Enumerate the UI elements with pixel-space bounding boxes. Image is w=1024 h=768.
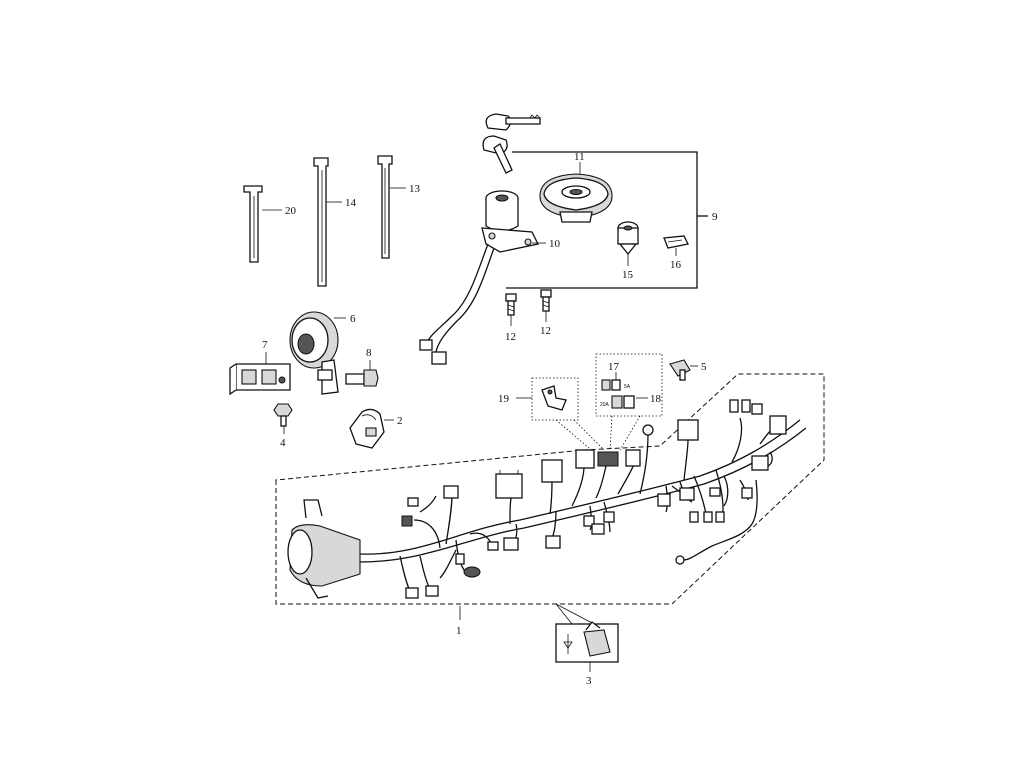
- harness-boundary: [275, 373, 825, 605]
- callout-9: 9: [712, 211, 718, 223]
- relay-3-detail: [555, 603, 619, 663]
- callout-1: 1: [456, 625, 462, 637]
- callout-7: 7: [262, 339, 268, 351]
- callout-18: 18: [650, 393, 662, 405]
- ignition-keys: [482, 113, 541, 174]
- cable-tie-14: [313, 157, 329, 287]
- fuel-tank-cap: [539, 173, 613, 223]
- cable-tie-13: [377, 155, 393, 259]
- lock-clip-16: [663, 235, 689, 249]
- callout-16: 16: [670, 259, 682, 271]
- horn: [289, 311, 339, 395]
- detail-box-19: [531, 377, 579, 421]
- horn-bracket: [229, 363, 291, 396]
- callout-15: 15: [622, 269, 634, 281]
- horn-bolt-8: [345, 369, 379, 387]
- fuse-20a-label: 20A: [600, 402, 610, 408]
- callout-12b: 12: [540, 325, 551, 337]
- callout-4: 4: [280, 437, 286, 449]
- fuse-detail-box: 5A 20A: [595, 353, 663, 417]
- key-set-group: [506, 151, 708, 289]
- fuse-5a-label: 5A: [624, 384, 631, 390]
- detail-pointers: [555, 415, 641, 455]
- callout-2: 2: [397, 415, 403, 427]
- callout-10: 10: [549, 238, 561, 250]
- callout-8: 8: [366, 347, 372, 359]
- clamp-2: [349, 408, 385, 449]
- callout-13: 13: [409, 183, 421, 195]
- callout-5: 5: [701, 361, 707, 373]
- connector-5: [669, 359, 691, 381]
- seat-lock-cylinder: [617, 221, 639, 256]
- callout-12a: 12: [505, 331, 516, 343]
- callout-14: 14: [345, 197, 357, 209]
- ignition-switch: [419, 190, 539, 365]
- callout-3: 3: [586, 675, 592, 687]
- bolt-4: [273, 403, 293, 427]
- callout-19: 19: [498, 393, 510, 405]
- cable-tie-20: [243, 185, 263, 263]
- screw-12-right: [540, 289, 552, 312]
- callout-6: 6: [350, 313, 356, 325]
- screw-12-left: [505, 293, 517, 316]
- callout-20: 20: [285, 205, 297, 217]
- wiring-harness: [287, 399, 807, 599]
- callout-11: 11: [574, 151, 585, 163]
- callout-17: 17: [608, 361, 620, 373]
